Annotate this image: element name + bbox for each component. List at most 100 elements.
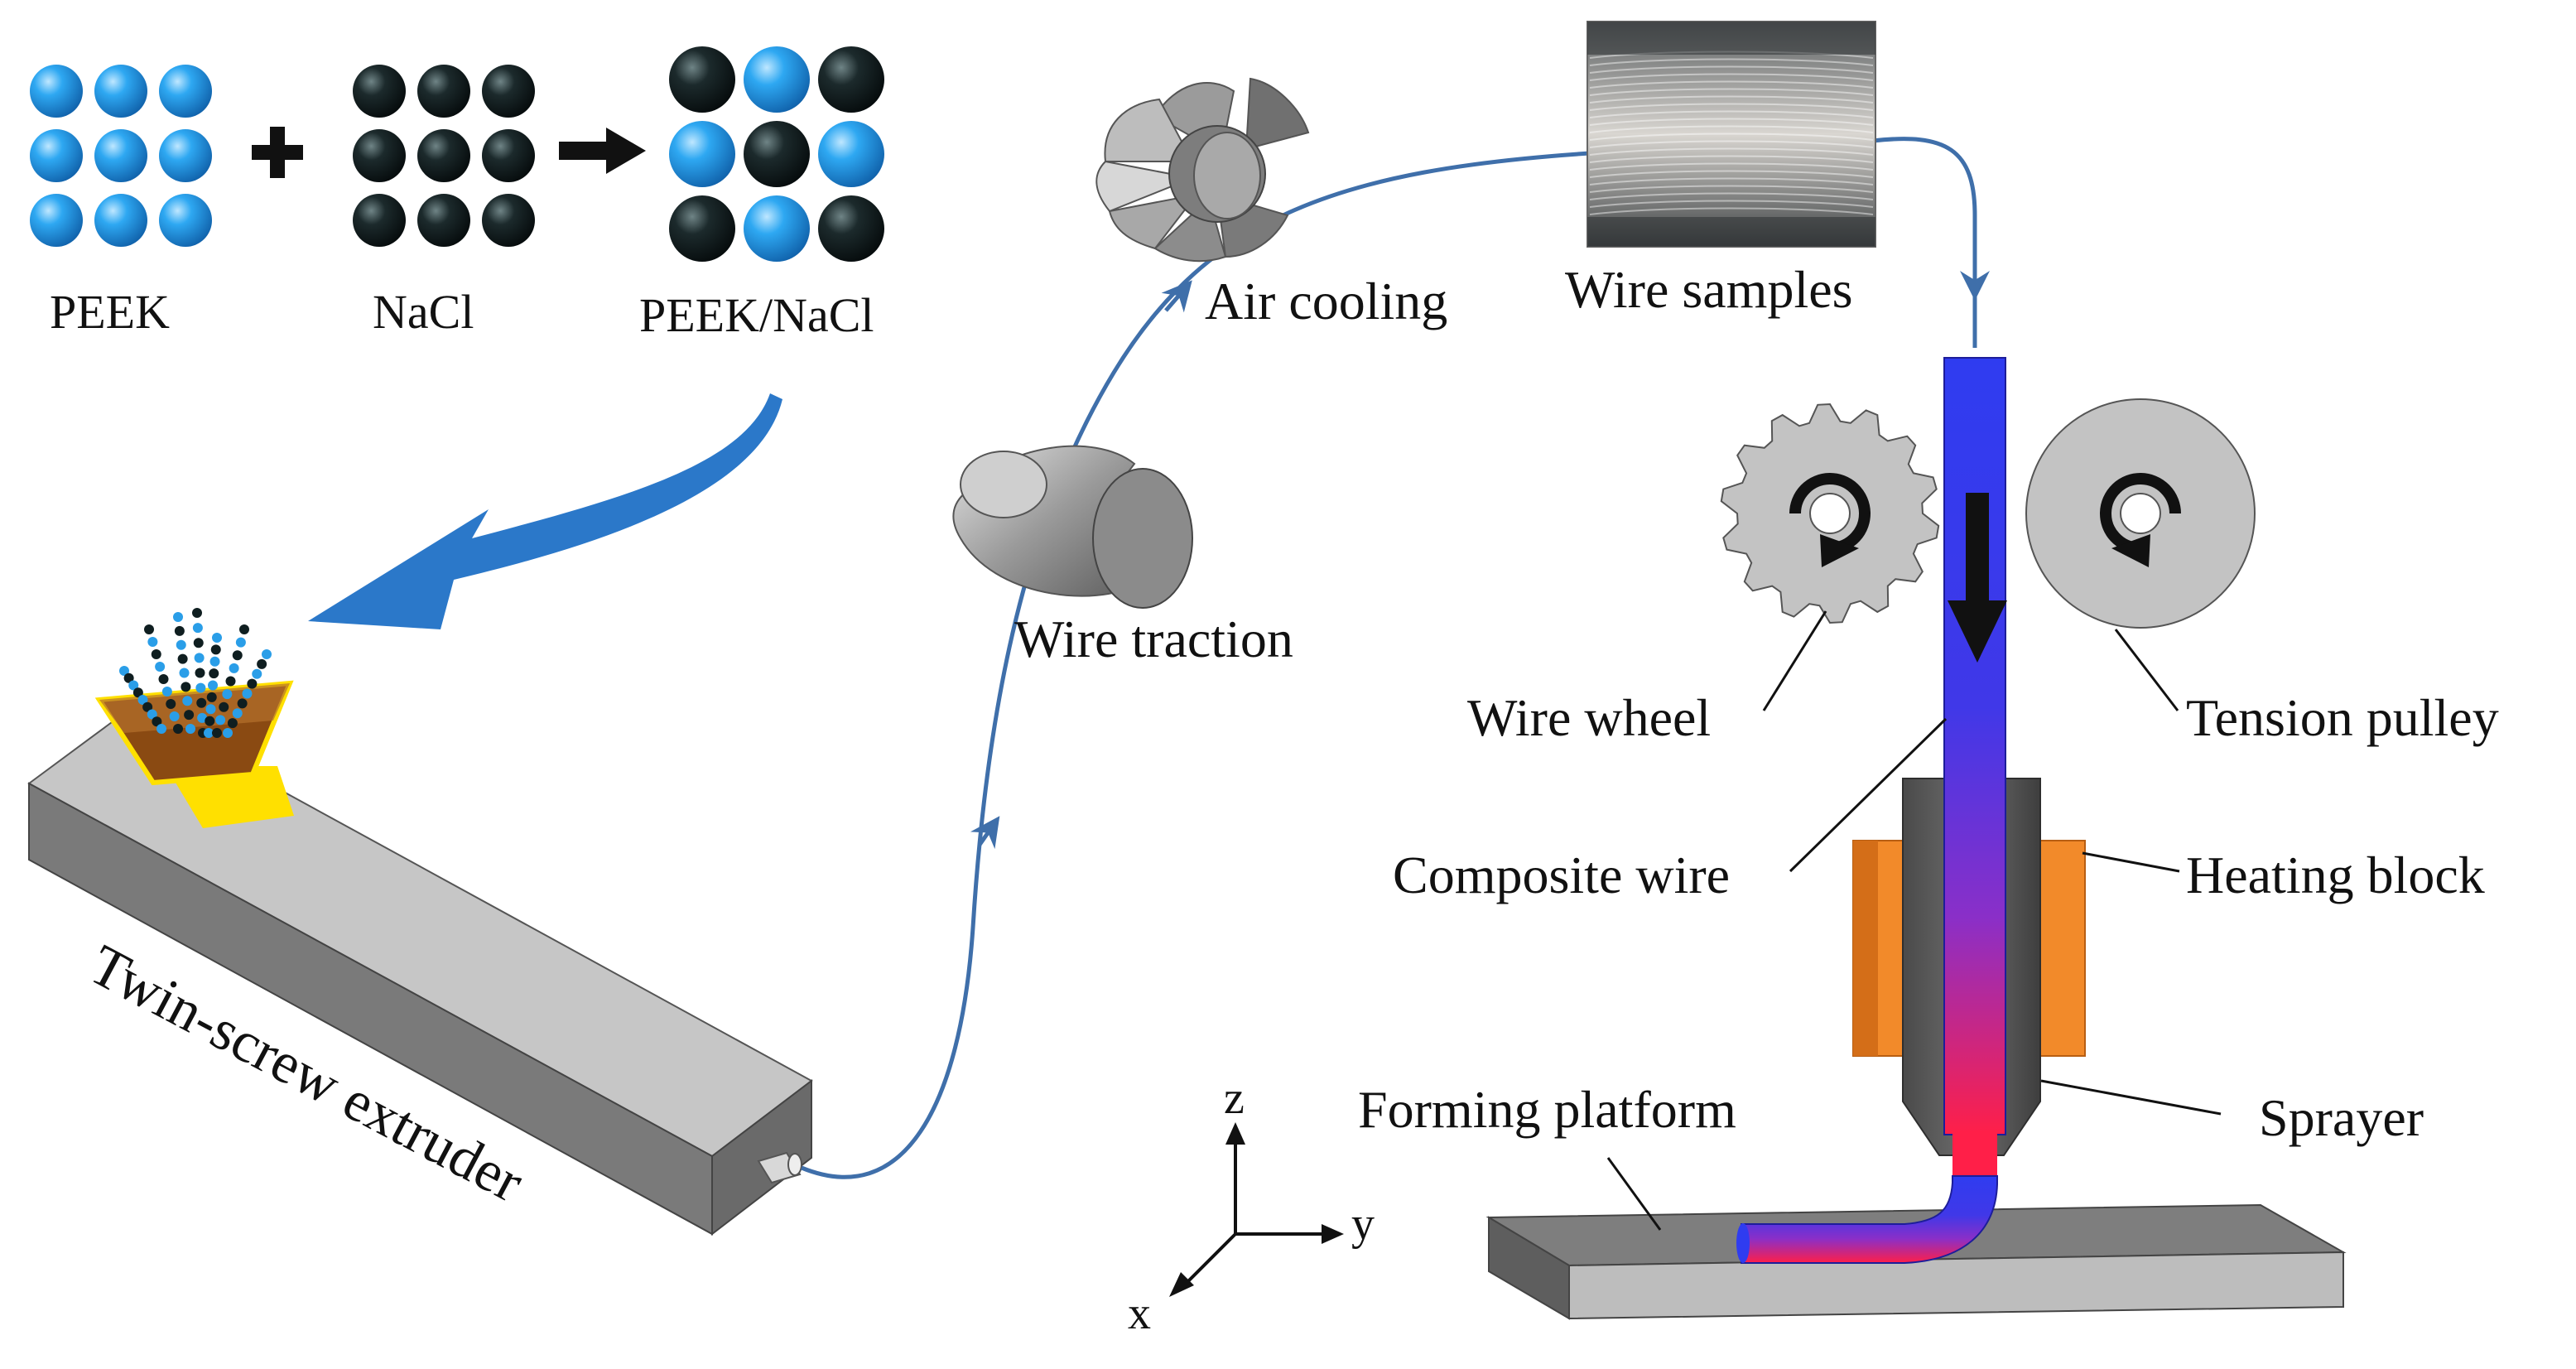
- leader-forming-platform: [1606, 1157, 1662, 1231]
- strand-particle: [252, 668, 262, 679]
- wire-wheel-gear: [1720, 403, 1940, 624]
- strand-particle: [205, 704, 216, 715]
- wire-path: [801, 151, 1591, 1179]
- peek-particle: [94, 65, 147, 118]
- peek-particle: [94, 129, 147, 182]
- strand-particle: [192, 623, 203, 634]
- feed-direction-arrow: [1948, 493, 2007, 663]
- strand-particle: [161, 687, 172, 697]
- forming-platform-label: Forming platform: [1358, 1080, 1736, 1139]
- strand-particle: [225, 676, 236, 687]
- wire-samples-photo: [1587, 21, 1876, 248]
- strand-particle: [123, 672, 134, 683]
- strand-particle: [210, 644, 221, 655]
- tension-pulley-label: Tension pulley: [2186, 688, 2499, 747]
- wire-traction-roller: [952, 445, 1193, 609]
- plus-sign: [252, 127, 303, 178]
- mix-arrow: [559, 128, 646, 174]
- peek-particle: [159, 129, 212, 182]
- peek-nacl-label: PEEK/NaCl: [639, 288, 874, 342]
- strand-particle: [184, 710, 195, 721]
- nacl-particle: [353, 65, 406, 118]
- heating-block-label: Heating block: [2186, 846, 2485, 904]
- strand-particle: [195, 682, 206, 693]
- nacl-particle: [353, 194, 406, 247]
- wire-path-arrow-2: [1161, 280, 1192, 313]
- strand-particle: [247, 678, 258, 689]
- strand-particle: [142, 701, 153, 712]
- strand-particle: [232, 708, 243, 719]
- fan-icon: [1095, 77, 1310, 263]
- strand-particle: [194, 653, 205, 663]
- nacl-label: NaCl: [373, 285, 474, 339]
- strand-particle: [205, 716, 215, 726]
- peek-label: PEEK: [50, 285, 170, 339]
- peek-particle: [30, 65, 83, 118]
- strand-particle: [147, 637, 158, 647]
- strand-particle: [208, 680, 218, 691]
- strand-particle: [151, 649, 161, 659]
- nacl-particle: [669, 46, 735, 113]
- peek-nacl-particles: [669, 46, 884, 262]
- peek-particle: [159, 194, 212, 247]
- leader-heating-block: [2082, 851, 2180, 873]
- strand-particle: [223, 728, 233, 738]
- peek-particle: [744, 46, 810, 113]
- extruder-outlet: [757, 1151, 802, 1184]
- strand-particle: [155, 662, 166, 672]
- nacl-particle: [818, 46, 884, 113]
- strand-particle: [227, 718, 238, 729]
- hopper-particle-strands: [119, 608, 272, 738]
- strand-particle: [237, 698, 248, 709]
- nacl-particle: [482, 194, 535, 247]
- strand-particle: [147, 709, 157, 720]
- strand-particle: [196, 697, 207, 708]
- strand-particle: [257, 658, 267, 669]
- nacl-particles: [353, 65, 535, 247]
- strand-particle: [242, 688, 253, 699]
- nacl-particle: [417, 65, 470, 118]
- strand-particle: [215, 715, 226, 725]
- coordinate-axes: [1169, 1122, 1344, 1297]
- strand-particle: [179, 668, 190, 678]
- composite-wire-label: Composite wire: [1393, 846, 1731, 904]
- peek-particle: [30, 129, 83, 182]
- wire-path-arrow-1: [970, 816, 1000, 850]
- peek-particle: [669, 121, 735, 187]
- strand-particle: [137, 695, 148, 705]
- rotation-icon: [1789, 473, 1871, 554]
- wire-samples-label: Wire samples: [1565, 260, 1853, 319]
- strand-particle: [128, 680, 139, 691]
- strand-particle: [209, 656, 220, 667]
- composite-wire: [1736, 357, 2006, 1264]
- strand-particle: [169, 711, 180, 721]
- sprayer-label: Sprayer: [2259, 1088, 2424, 1147]
- strand-particle: [193, 638, 204, 648]
- strand-particle: [166, 699, 176, 709]
- strand-particle: [235, 637, 246, 648]
- nacl-particle: [482, 65, 535, 118]
- wire-traction-label: Wire traction: [1014, 610, 1293, 668]
- strand-particle: [222, 689, 233, 700]
- strand-particle: [197, 712, 208, 723]
- wire-wheel-label: Wire wheel: [1467, 688, 1712, 747]
- strand-particle: [181, 682, 191, 692]
- nacl-particle: [417, 194, 470, 247]
- peek-particle: [30, 194, 83, 247]
- strand-particle: [204, 728, 214, 738]
- strand-particle: [173, 612, 183, 622]
- air-cooling-label: Air cooling: [1205, 272, 1448, 330]
- strand-particle: [173, 724, 183, 734]
- tension-pulley: [2025, 398, 2256, 629]
- strand-particle: [209, 668, 219, 679]
- leader-tension-pulley: [2114, 629, 2179, 711]
- strand-particle: [229, 663, 239, 673]
- strand-particle: [239, 624, 249, 634]
- strand-particle: [158, 674, 169, 684]
- nacl-particle: [417, 129, 470, 182]
- strand-particle: [132, 687, 143, 698]
- axis-x-label: x: [1128, 1288, 1151, 1339]
- leader-lines: [1606, 610, 2222, 1231]
- leader-composite-wire: [1789, 717, 1948, 873]
